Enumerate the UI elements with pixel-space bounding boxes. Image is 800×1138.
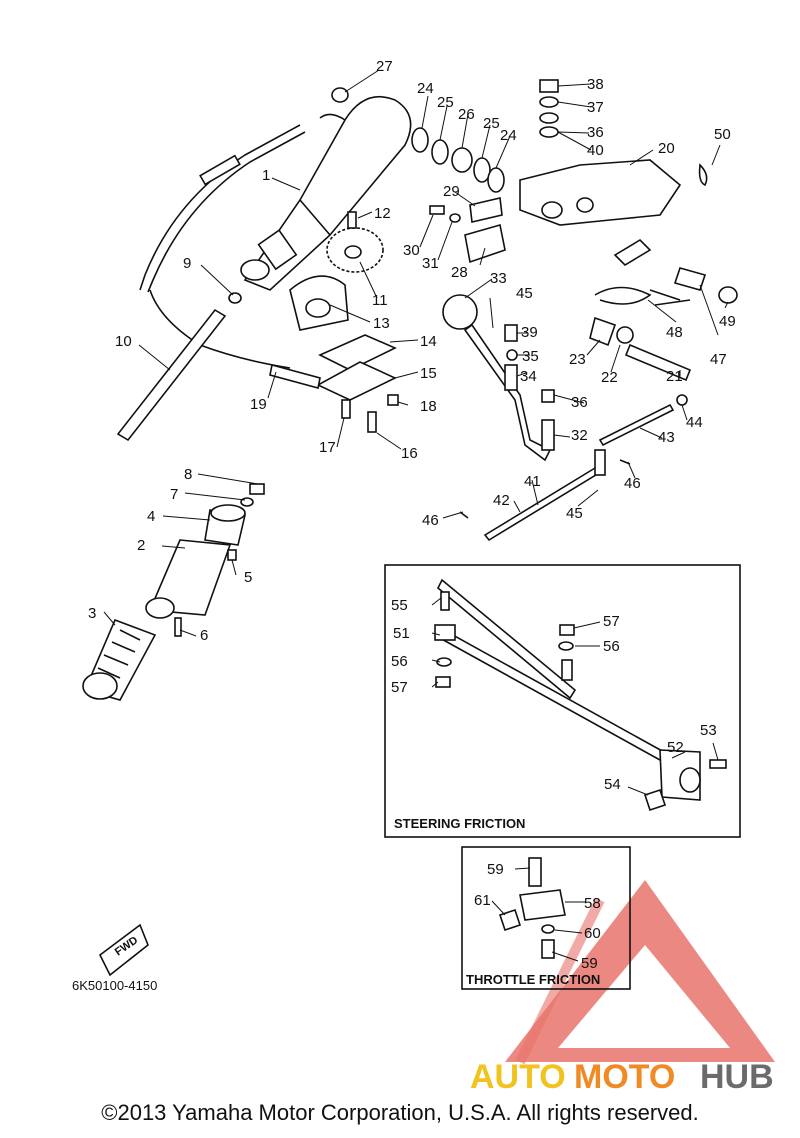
callout-26: 26: [458, 106, 475, 123]
callout-45a: 45: [516, 285, 533, 302]
callout-57b: 57: [603, 613, 620, 630]
callout-23: 23: [569, 351, 586, 368]
callout-61: 61: [474, 892, 491, 909]
callout-59a: 59: [487, 861, 504, 878]
callout-29: 29: [443, 183, 460, 200]
grip-assembly: [82, 504, 246, 701]
callout-24a: 24: [417, 80, 434, 97]
callout-18: 18: [420, 398, 437, 415]
callout-56a: 56: [391, 653, 408, 670]
callout-53: 53: [700, 722, 717, 739]
callout-46b: 46: [624, 475, 641, 492]
fwd-arrow: FWD: [98, 923, 149, 977]
callout-7: 7: [170, 486, 178, 503]
callout-20: 20: [658, 140, 675, 157]
steering-friction-title: STEERING FRICTION: [394, 816, 525, 831]
callout-24b: 24: [500, 127, 517, 144]
callout-52: 52: [667, 739, 684, 756]
callout-5: 5: [244, 569, 252, 586]
callout-36a: 36: [571, 394, 588, 411]
throttle-friction-title: THROTTLE FRICTION: [466, 972, 600, 987]
callout-39: 39: [521, 324, 538, 341]
callout-8: 8: [184, 466, 192, 483]
callout-36b: 36: [587, 124, 604, 141]
callout-42: 42: [493, 492, 510, 509]
callout-48: 48: [666, 324, 683, 341]
callout-16: 16: [401, 445, 418, 462]
callout-1: 1: [262, 167, 270, 184]
callout-6: 6: [200, 627, 208, 644]
callout-21: 21: [666, 368, 683, 385]
shift-lever: [442, 294, 555, 462]
watermark-text: AUTO MOTO HUB: [470, 1058, 774, 1096]
callout-59b: 59: [581, 955, 598, 972]
callout-3: 3: [88, 605, 96, 622]
nut-stack: [539, 79, 559, 138]
callout-4: 4: [147, 508, 155, 525]
callout-9: 9: [183, 255, 191, 272]
callout-25b: 25: [483, 115, 500, 132]
callout-45b: 45: [566, 505, 583, 522]
steering-friction-inset: [384, 564, 741, 838]
steering-handle-part: [240, 96, 412, 291]
callout-41: 41: [524, 473, 541, 490]
watermark-moto: MOTO: [574, 1058, 675, 1096]
callout-30: 30: [403, 242, 420, 259]
callout-27: 27: [376, 58, 393, 75]
callout-49: 49: [719, 313, 736, 330]
watermark-auto: AUTO: [470, 1058, 566, 1096]
kill-switch-assembly: [589, 163, 738, 382]
callout-2: 2: [137, 537, 145, 554]
callout-44: 44: [686, 414, 703, 431]
callout-14: 14: [420, 333, 437, 350]
callout-28: 28: [451, 264, 468, 281]
steering-friction-parts: [434, 578, 727, 812]
callout-60: 60: [584, 925, 601, 942]
callout-11: 11: [372, 292, 388, 309]
callout-25a: 25: [437, 94, 454, 111]
tiller-bracket: [429, 159, 682, 264]
callout-15: 15: [420, 365, 437, 382]
watermark-logo: [505, 880, 775, 1065]
callout-37: 37: [587, 99, 604, 116]
watermark-triangle: [505, 880, 775, 1062]
callout-35: 35: [522, 348, 539, 365]
callout-numbers: 1 2 3 4 5 6 7 8 9 10 11 12 13 14 15 16 1…: [88, 58, 736, 972]
callout-22: 22: [601, 369, 618, 386]
callout-57a: 57: [391, 679, 408, 696]
callout-50: 50: [714, 126, 731, 143]
throttle-friction-inset: [461, 846, 631, 990]
callout-43: 43: [658, 429, 675, 446]
callout-40: 40: [587, 142, 604, 159]
callout-55: 55: [391, 597, 408, 614]
leader-lines: [103, 69, 729, 962]
callout-12: 12: [374, 205, 391, 222]
callout-38: 38: [587, 76, 604, 93]
callout-33: 33: [490, 270, 507, 287]
bracket-plates: [269, 334, 399, 433]
callout-32: 32: [571, 427, 588, 444]
callout-19: 19: [250, 396, 267, 413]
callout-17: 17: [319, 439, 336, 456]
tiller-rod: [116, 308, 227, 442]
callout-31: 31: [422, 255, 439, 272]
callout-54: 54: [604, 776, 621, 793]
callout-10: 10: [115, 333, 132, 350]
callout-34: 34: [520, 368, 537, 385]
gear-assembly: [289, 211, 384, 331]
callout-56b: 56: [603, 638, 620, 655]
diagram-code: 6K50100-4150: [72, 978, 157, 993]
callout-47: 47: [710, 351, 727, 368]
callout-51: 51: [393, 625, 410, 642]
callout-46a: 46: [422, 512, 439, 529]
callout-13: 13: [373, 315, 390, 332]
throttle-friction-parts: [498, 857, 566, 959]
watermark-hub: HUB: [700, 1058, 774, 1096]
callout-58: 58: [584, 895, 601, 912]
copyright-notice: ©2013 Yamaha Motor Corporation, U.S.A. A…: [101, 1100, 699, 1125]
link-rod: [483, 394, 688, 542]
